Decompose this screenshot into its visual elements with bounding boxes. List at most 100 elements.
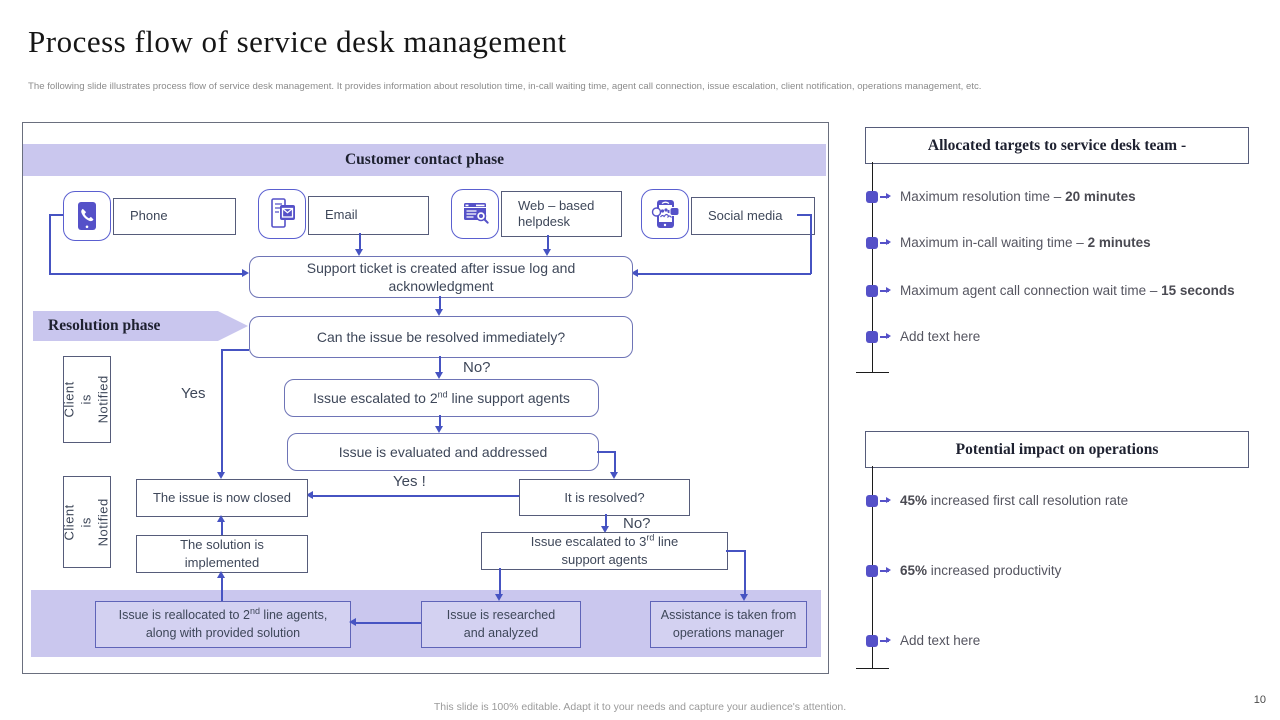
resolution-phase-banner[interactable]: Resolution phase: [33, 311, 248, 341]
node-can-resolve-text: Can the issue be resolved immediately?: [316, 328, 566, 345]
bullet-arrow-icon: [880, 567, 891, 573]
bullet-marker: [866, 565, 878, 577]
page-subtitle[interactable]: The following slide illustrates process …: [28, 81, 982, 92]
connector-line: [797, 214, 811, 216]
target-item-4[interactable]: Add text here: [900, 329, 981, 344]
customer-contact-phase-banner[interactable]: Customer contact phase: [23, 144, 826, 176]
web-helpdesk-channel-tile[interactable]: [451, 189, 499, 239]
impact-item-2[interactable]: 65% increased productivity: [900, 563, 1062, 578]
client-notified-box-1[interactable]: Client is Notified: [61, 356, 111, 443]
node-assistance-text: Assistance is taken from operations mana…: [660, 608, 797, 640]
client-notified-text-2: Client is Notified: [61, 497, 111, 547]
target-item-3[interactable]: Maximum agent call connection wait time …: [900, 283, 1235, 298]
arrowhead: [495, 594, 503, 601]
arrowhead: [435, 372, 443, 379]
arrowhead: [306, 491, 313, 499]
connector-line: [744, 550, 746, 595]
targets-panel-header[interactable]: Allocated targets to service desk team -: [865, 127, 1249, 164]
arrowhead: [435, 426, 443, 433]
arrowhead: [543, 249, 551, 256]
connector-line: [49, 273, 242, 275]
connector-line: [439, 415, 441, 427]
connector-line: [439, 296, 441, 310]
email-channel-tile[interactable]: [258, 189, 306, 239]
connector-line: [597, 451, 615, 453]
phone-label-text: Phone: [130, 208, 168, 224]
bullet-marker: [866, 237, 878, 249]
bullet-arrow-icon: [880, 239, 891, 245]
arrowhead: [242, 269, 249, 277]
arrowhead: [349, 618, 356, 626]
phone-icon: [78, 202, 96, 230]
connector-line: [499, 568, 501, 595]
connector-line: [726, 550, 745, 552]
node-escalated-2nd-line[interactable]: Issue escalated to 2nd line support agen…: [284, 379, 599, 417]
social-media-channel-tile[interactable]: [641, 189, 689, 239]
bullet-marker: [866, 285, 878, 297]
node-evaluated[interactable]: Issue is evaluated and addressed: [287, 433, 599, 471]
connector-line: [810, 214, 812, 274]
node-researched[interactable]: Issue is researched and analyzed: [421, 601, 581, 648]
connector-line: [359, 233, 361, 250]
node-assistance[interactable]: Assistance is taken from operations mana…: [650, 601, 807, 648]
bullet-marker: [866, 635, 878, 647]
channel-label-web-helpdesk[interactable]: Web – based helpdesk: [501, 191, 622, 237]
node-support-ticket[interactable]: Support ticket is created after issue lo…: [249, 256, 633, 298]
targets-timeline: [872, 162, 874, 372]
connector-line: [638, 273, 811, 275]
client-notified-box-2[interactable]: Client is Notified: [61, 476, 111, 568]
node-escalated-3rd-line[interactable]: Issue escalated to 3rd line support agen…: [481, 532, 728, 570]
no-label-2: No?: [623, 515, 651, 532]
connector-line: [221, 521, 223, 535]
arrowhead: [217, 571, 225, 578]
channel-label-email[interactable]: Email: [308, 196, 429, 235]
arrowhead: [355, 249, 363, 256]
impact-panel-header[interactable]: Potential impact on operations: [865, 431, 1249, 468]
node-issue-closed-text: The issue is now closed: [152, 490, 291, 506]
page-title[interactable]: Process flow of service desk management: [28, 24, 567, 59]
arrowhead: [435, 309, 443, 316]
node-evaluated-text: Issue is evaluated and addressed: [338, 443, 548, 460]
arrowhead: [601, 526, 609, 533]
target-item-1[interactable]: Maximum resolution time – 20 minutes: [900, 189, 1136, 204]
node-is-resolved-text: It is resolved?: [564, 489, 645, 505]
node-reallocated[interactable]: Issue is reallocated to 2nd line agents,…: [95, 601, 351, 648]
phone-channel-tile[interactable]: [63, 191, 111, 241]
node-is-resolved[interactable]: It is resolved?: [519, 479, 690, 516]
yes-excl-label: Yes !: [393, 473, 426, 490]
impact-item-3[interactable]: Add text here: [900, 633, 981, 648]
arrowhead: [217, 472, 225, 479]
node-escalated-3rd-text: Issue escalated to 3rd line support agen…: [530, 533, 679, 567]
arrowhead: [631, 269, 638, 277]
node-solution-implemented[interactable]: The solution is implemented: [136, 535, 308, 573]
arrowhead: [217, 515, 225, 522]
footer-note: This slide is 100% editable. Adapt it to…: [433, 701, 847, 713]
social-media-icon: [651, 200, 680, 228]
arrowhead: [740, 594, 748, 601]
node-can-resolve[interactable]: Can the issue be resolved immediately?: [249, 316, 633, 358]
email-label-text: Email: [325, 207, 358, 223]
social-media-label-text: Social media: [708, 207, 783, 223]
connector-line: [439, 356, 441, 373]
channel-label-social-media[interactable]: Social media: [691, 197, 815, 235]
node-reallocated-text: Issue is reallocated to 2nd line agents,…: [118, 605, 328, 640]
bullet-arrow-icon: [880, 287, 891, 293]
node-support-ticket-text: Support ticket is created after issue lo…: [306, 259, 576, 294]
target-item-2[interactable]: Maximum in-call waiting time – 2 minutes: [900, 235, 1151, 250]
bullet-arrow-icon: [880, 637, 891, 643]
bullet-marker: [866, 191, 878, 203]
email-icon: [271, 198, 295, 228]
connector-line: [313, 495, 519, 497]
connector-line: [221, 349, 249, 351]
web-helpdesk-icon: [464, 203, 489, 224]
channel-label-phone[interactable]: Phone: [113, 198, 236, 235]
node-issue-closed[interactable]: The issue is now closed: [136, 479, 308, 517]
client-notified-text-1: Client is Notified: [61, 375, 111, 424]
node-escalated-2nd-text: Issue escalated to 2nd line support agen…: [313, 389, 570, 406]
node-researched-text: Issue is researched and analyzed: [446, 608, 556, 640]
impact-item-1[interactable]: 45% increased first call resolution rate: [900, 493, 1129, 508]
node-solution-text: The solution is implemented: [180, 537, 264, 570]
connector-line: [221, 349, 223, 473]
bullet-arrow-icon: [880, 333, 891, 339]
customer-contact-phase-label: Customer contact phase: [344, 151, 504, 168]
